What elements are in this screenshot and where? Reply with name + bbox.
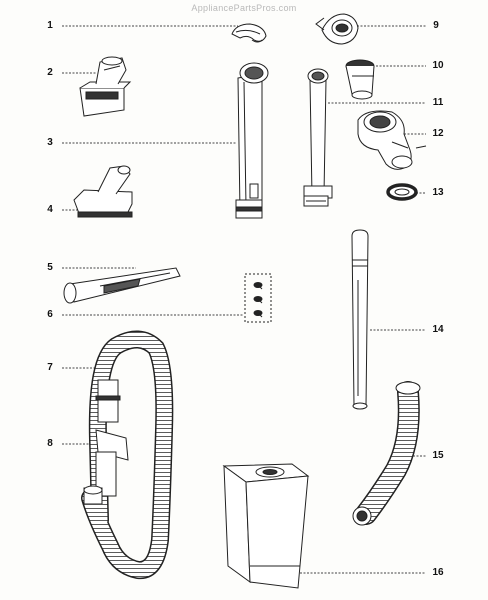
- callout-9: 9: [433, 20, 439, 31]
- callout-6: 6: [47, 309, 53, 320]
- callout-14: 14: [432, 324, 444, 335]
- callout-4: 4: [47, 204, 53, 215]
- part-15-flexible-hose: [352, 381, 421, 526]
- callout-10: 10: [432, 60, 444, 71]
- part-6-screws: [244, 273, 272, 323]
- part-12-elbow: [357, 110, 427, 170]
- part-7-hose: [81, 330, 174, 580]
- part-14-straight-wand: [351, 229, 369, 410]
- watermark: AppliancePartsPros.com: [191, 3, 297, 13]
- callout-15: 15: [432, 450, 444, 461]
- part-9-hose-coupling: [315, 13, 359, 45]
- callout-1: 1: [47, 20, 53, 31]
- part-3-wand-cuff: [235, 62, 269, 219]
- part-11-extension-wand: [303, 68, 333, 207]
- part-2-upholstery-tool: [79, 56, 132, 117]
- callout-8: 8: [47, 438, 53, 449]
- part-8-hose-cuff: [83, 429, 129, 505]
- part-13-ring: [386, 183, 418, 201]
- callout-13: 13: [432, 187, 444, 198]
- part-4-floor-brush: [73, 165, 133, 218]
- part-5-crevice-tool: [63, 267, 181, 304]
- callout-3: 3: [47, 137, 53, 148]
- part-10-connector: [345, 59, 375, 100]
- callout-16: 16: [432, 567, 444, 578]
- callout-7: 7: [47, 362, 53, 373]
- callout-2: 2: [47, 67, 53, 78]
- part-1-clip: [231, 23, 267, 43]
- callout-11: 11: [432, 97, 444, 108]
- part-16-filter-bag: [222, 463, 310, 589]
- callout-12: 12: [432, 128, 444, 139]
- callout-5: 5: [47, 262, 53, 273]
